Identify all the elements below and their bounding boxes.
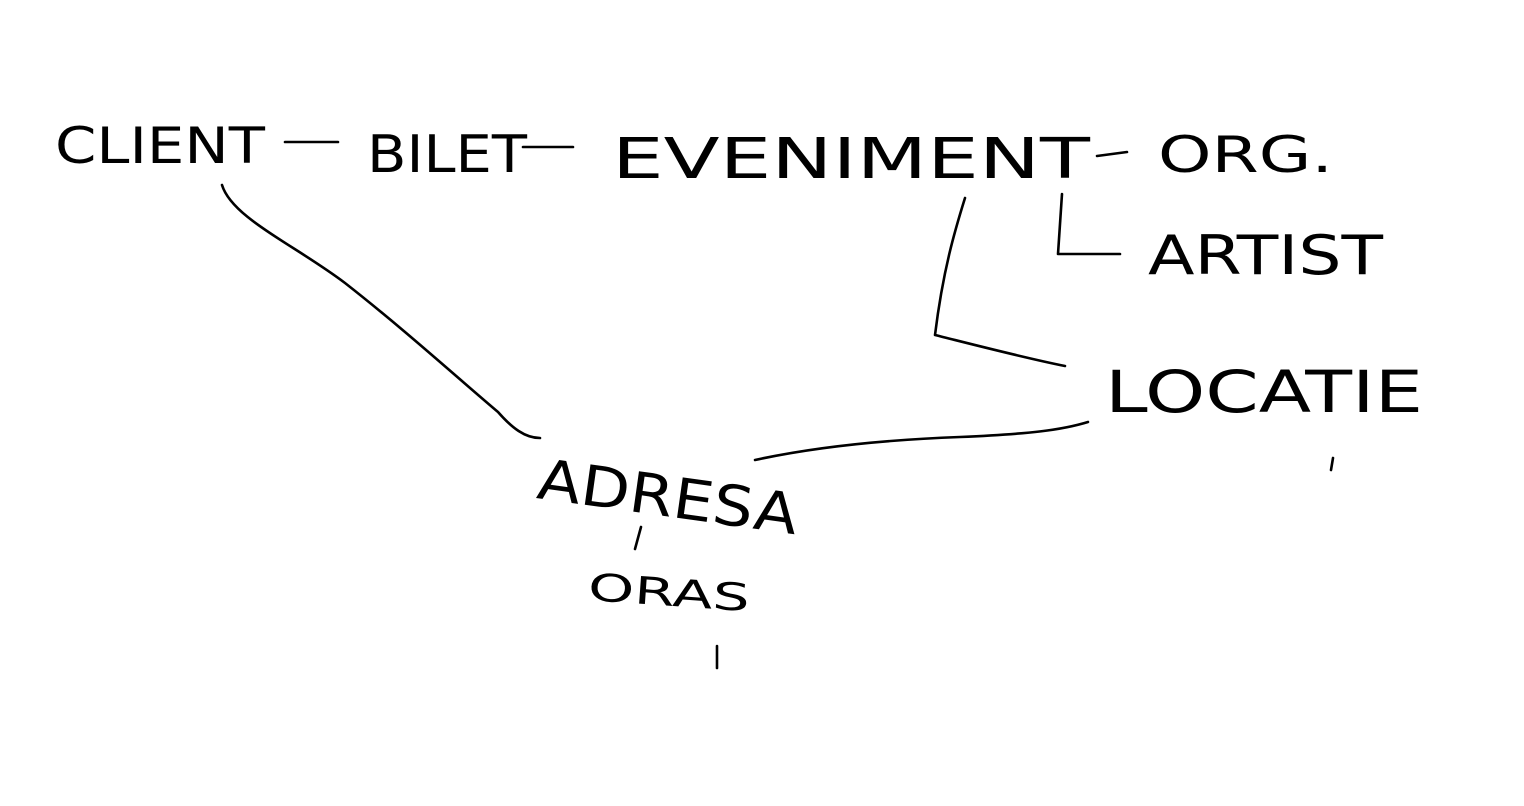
edge-adresa-oras	[633, 525, 643, 551]
node-artist: ARTIST	[1148, 224, 1384, 287]
node-adresa: ADRESA	[534, 447, 802, 548]
edge-eveniment-artist	[1056, 192, 1122, 256]
node-org: ORG.	[1158, 126, 1333, 184]
edge-eveniment-locatie	[933, 196, 1067, 368]
node-client: CLIENT	[55, 117, 266, 175]
node-bilet: BILET	[367, 125, 527, 185]
edge-client-adresa	[220, 183, 542, 440]
node-locatie: LOCATIE	[1105, 358, 1423, 426]
stroke-mark	[1329, 456, 1335, 472]
edge-adresa-locatie	[753, 420, 1090, 462]
edge-eveniment-org	[1095, 150, 1129, 158]
node-eveniment: EVENIMENT	[612, 127, 1091, 192]
node-oras: ORAS	[587, 565, 752, 620]
